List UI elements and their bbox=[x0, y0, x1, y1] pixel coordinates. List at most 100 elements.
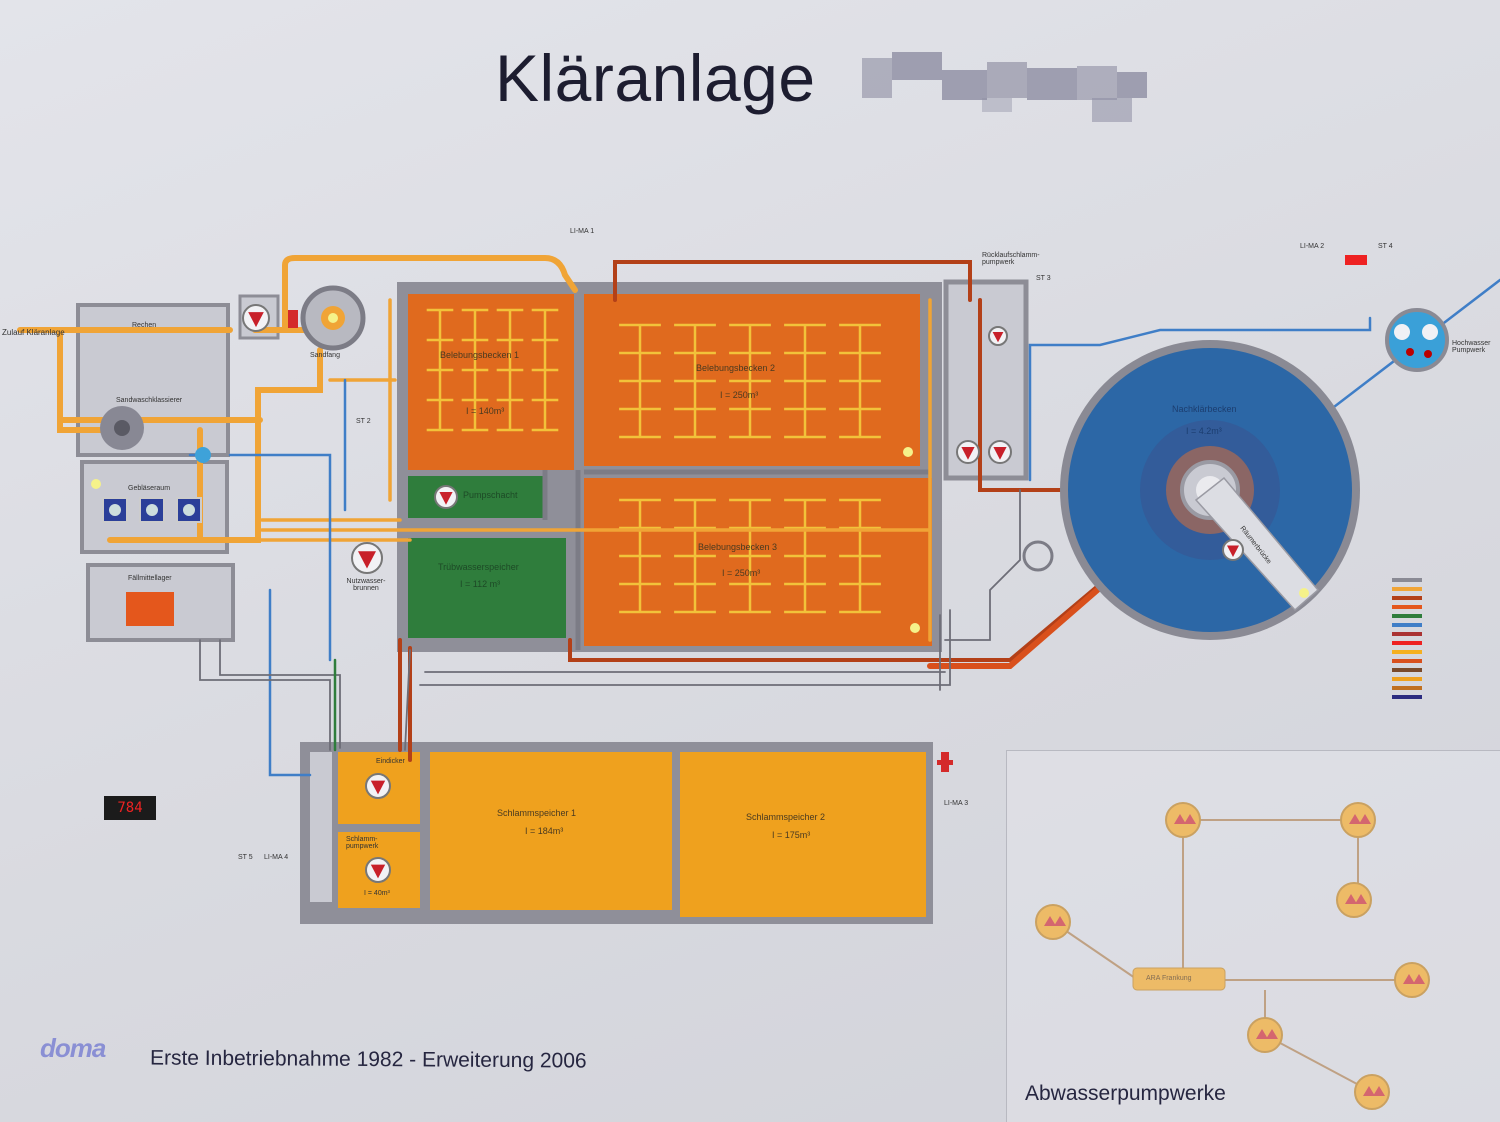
pump-icon bbox=[988, 326, 1008, 346]
pump-station-icon bbox=[1354, 1074, 1390, 1110]
legend-swatch bbox=[1392, 668, 1422, 672]
label-ara: ARA Frankung bbox=[1146, 975, 1192, 982]
label-schlamm2: Schlammspeicher 2 bbox=[746, 812, 826, 822]
label-lima3: LI-MA 3 bbox=[944, 800, 969, 807]
pipe-red-return bbox=[398, 260, 1202, 762]
legend-swatch bbox=[1392, 623, 1422, 627]
label-st4: ST 4 bbox=[1378, 243, 1393, 250]
pump-station-icon bbox=[1336, 882, 1372, 918]
lamp-icon bbox=[903, 447, 913, 457]
pipe-orange-main bbox=[17, 255, 578, 543]
pump-station-icon bbox=[1247, 1017, 1283, 1053]
label-belebung3: Belebungsbecken 3 bbox=[698, 542, 778, 552]
return-sludge-building bbox=[943, 279, 1029, 481]
label-belebung1: Belebungsbecken 1 bbox=[440, 350, 520, 360]
label-eindicker: Eindicker bbox=[376, 758, 405, 765]
label-schlamm1: Schlammspeicher 1 bbox=[497, 808, 577, 818]
label-st5: ST 5 bbox=[238, 854, 253, 861]
label-lima4: LI-MA 4 bbox=[264, 854, 289, 861]
pump-icon bbox=[365, 857, 391, 883]
lamp-icon bbox=[91, 479, 101, 489]
label-schlammpump-vol: I = 40m³ bbox=[364, 890, 390, 897]
label-rechen: Rechen bbox=[132, 322, 157, 329]
lamp-icon bbox=[1299, 588, 1309, 598]
chemical-tank bbox=[126, 592, 174, 626]
legend-swatch bbox=[1392, 659, 1422, 663]
label-hochwasser: Hochwasser Pumpwerk bbox=[1452, 340, 1491, 354]
pump-icon bbox=[365, 773, 391, 799]
aeration-tank-1 bbox=[408, 294, 574, 470]
legend-swatch bbox=[1392, 677, 1422, 681]
pump-icon bbox=[242, 304, 270, 332]
pump-station-icon bbox=[1035, 904, 1071, 940]
lamp-icon bbox=[910, 623, 920, 633]
legend-swatch bbox=[1392, 587, 1422, 591]
legend-swatch bbox=[1392, 650, 1422, 654]
flood-pump-station bbox=[1345, 255, 1449, 372]
label-sandfang: Sandfang bbox=[310, 352, 340, 359]
label-truebwasser: Trübwasserspeicher bbox=[438, 562, 519, 572]
page-title: Kläranlage bbox=[495, 41, 816, 115]
label-pumpschacht: Pumpschacht bbox=[463, 490, 518, 500]
hydrant-icon bbox=[937, 752, 953, 772]
sensor-icon bbox=[195, 447, 211, 463]
pump-icon bbox=[956, 440, 980, 464]
turbid-water-storage bbox=[408, 538, 566, 638]
pump-icon bbox=[988, 440, 1012, 464]
label-zulauf: Zulauf Kläranlage bbox=[2, 328, 65, 337]
legend-swatch bbox=[1392, 605, 1422, 609]
pump-shaft bbox=[408, 476, 544, 518]
blower-1 bbox=[102, 497, 128, 523]
pump-station-icon bbox=[1340, 802, 1376, 838]
label-belebung2: Belebungsbecken 2 bbox=[696, 363, 776, 373]
pump-stations-title: Abwasserpumpwerke bbox=[1025, 1082, 1226, 1105]
label-schlamm1-vol: I = 184m³ bbox=[525, 826, 564, 836]
pump-icon bbox=[351, 542, 383, 574]
label-nutzwasser: Nutzwasser-brunnen bbox=[346, 578, 386, 592]
sludge-storage-1 bbox=[430, 752, 672, 910]
legend-swatch bbox=[1392, 596, 1422, 600]
pump-station-icon bbox=[1394, 962, 1430, 998]
label-nachklaer: Nachklärbecken bbox=[1172, 404, 1237, 414]
manufacturer-logo: doma bbox=[40, 1033, 106, 1063]
legend-swatch bbox=[1392, 578, 1422, 582]
label-belebung1-vol: I = 140m³ bbox=[466, 406, 505, 416]
label-faellmittel: Fällmittellager bbox=[128, 575, 172, 582]
label-lima2: LI-MA 2 bbox=[1300, 243, 1325, 250]
legend-swatch bbox=[1392, 641, 1422, 645]
clarifier bbox=[1060, 340, 1360, 640]
sludge-storage-2 bbox=[680, 752, 926, 917]
pipe-grey-lines bbox=[199, 489, 1021, 751]
flow-meter bbox=[1022, 540, 1054, 572]
legend-swatch bbox=[1392, 686, 1422, 690]
blower-3 bbox=[176, 497, 202, 523]
lamp-icon bbox=[328, 313, 338, 323]
label-schlamm2-vol: I = 175m³ bbox=[772, 830, 811, 840]
label-sandwaescher: Sandwaschklassierer bbox=[116, 397, 183, 404]
scraper-bridge bbox=[1194, 476, 1320, 612]
ara-box bbox=[1132, 967, 1226, 991]
pump-icon bbox=[434, 485, 458, 509]
label-belebung3-vol: I = 250m³ bbox=[722, 568, 761, 578]
label-truebwasser-vol: I = 112 m³ bbox=[460, 579, 501, 589]
pump-station-icon bbox=[1165, 802, 1201, 838]
pump-stations-panel bbox=[1006, 750, 1500, 1122]
label-geblaese: Gebläseraum bbox=[128, 485, 171, 492]
legend-swatch bbox=[1392, 632, 1422, 636]
label-ruecklauf: Rücklaufschlamm-pumpwerk bbox=[982, 252, 1040, 266]
pixelated-title-suffix bbox=[862, 52, 1147, 124]
legend-swatch bbox=[1392, 695, 1422, 699]
aeration-tank-3 bbox=[584, 478, 932, 646]
label-schlammpump: Schlamm-pumpwerk bbox=[346, 836, 379, 850]
valve-icon bbox=[288, 310, 298, 328]
counter-display: 784 bbox=[104, 796, 156, 820]
label-nachklaer-vol: I = 4.2m³ bbox=[1186, 426, 1222, 436]
label-lima1: LI-MA 1 bbox=[570, 228, 595, 235]
label-belebung2-vol: I = 250m³ bbox=[720, 390, 759, 400]
label-st3: ST 3 bbox=[1036, 275, 1051, 282]
sludge-inlet bbox=[310, 752, 332, 902]
label-st2: ST 2 bbox=[356, 418, 371, 425]
pump-icon bbox=[1222, 539, 1244, 561]
